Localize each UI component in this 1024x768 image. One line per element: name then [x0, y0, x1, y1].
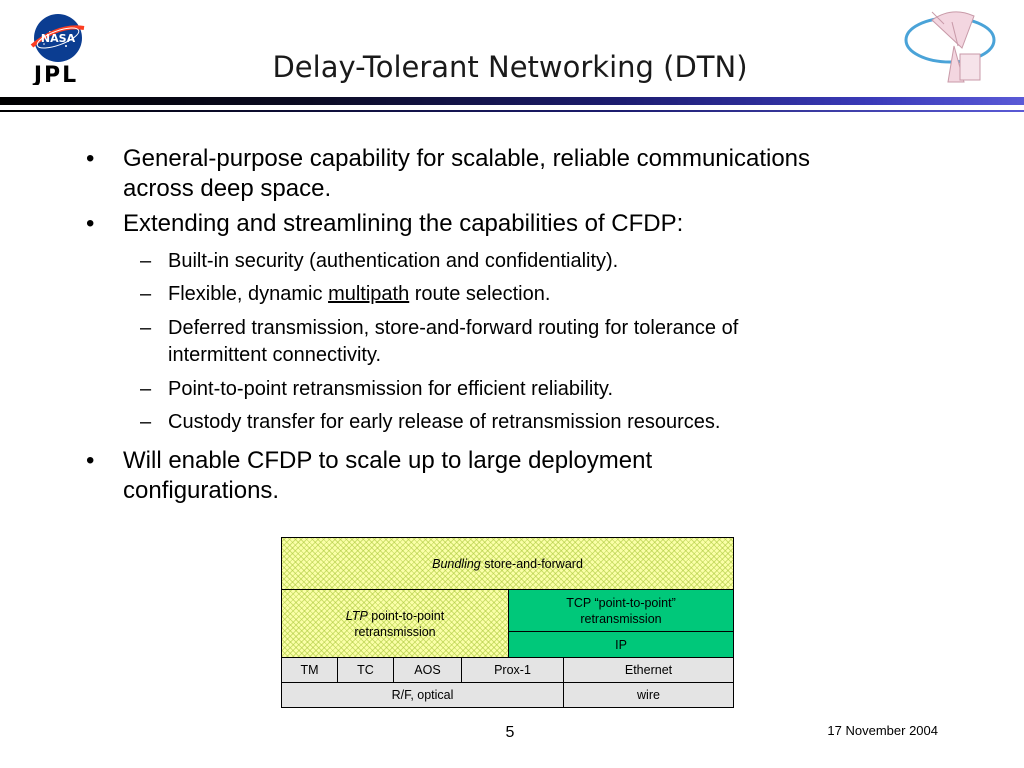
bullet-line: Will enable CFDP to scale up to large de…	[123, 447, 653, 474]
tcp-label: TCP “point-to-point”retransmission	[566, 595, 676, 627]
slide-title: Delay-Tolerant Networking (DTN)	[272, 50, 748, 84]
bullet-line: General-purpose capability for scalable,…	[123, 145, 811, 172]
ethernet-label: Ethernet	[624, 663, 673, 677]
sub-bullet-part: route selection.	[409, 283, 551, 305]
ltp-rest: retransmission	[354, 624, 436, 639]
rf-cell: R/F, optical	[281, 682, 564, 708]
page-number: 5	[505, 724, 515, 741]
aos-label: AOS	[414, 663, 441, 677]
bundling-rest: store-and-forward	[480, 556, 583, 571]
wire-label: wire	[637, 688, 660, 702]
wire-cell: wire	[563, 682, 734, 708]
rf-label: R/F, optical	[391, 688, 454, 702]
dash-marker: –	[140, 317, 152, 339]
sub-bullet-text: Deferred transmission, store-and-forward…	[168, 315, 928, 369]
bullet-text: Extending and streamlining the capabilit…	[123, 210, 684, 237]
tc-label: TC	[357, 663, 374, 677]
dash-marker: –	[140, 378, 152, 400]
multipath-link[interactable]: multipath	[328, 283, 410, 305]
tm-label: TM	[300, 663, 319, 677]
jpl-logo-text: JPL	[32, 63, 78, 85]
slide-date: 17 November 2004	[827, 723, 938, 738]
bullet-line: across deep space.	[123, 175, 332, 202]
bullet-marker: •	[86, 447, 95, 474]
ip-label: IP	[615, 637, 627, 652]
aos-cell: AOS	[393, 657, 462, 683]
bullet-marker: •	[86, 145, 95, 172]
title-divider	[0, 97, 1024, 105]
nasa-logo-icon: NASA	[30, 14, 85, 62]
antenna-dish-icon	[904, 11, 996, 83]
bullet-text: Will enable CFDP to scale up to large de…	[123, 446, 943, 506]
tcp-line: retransmission	[580, 611, 662, 626]
prox-cell: Prox-1	[461, 657, 564, 683]
bundling-layer: Bundling store-and-forward	[281, 537, 734, 590]
jpl-logo-icon: JPL	[32, 63, 78, 85]
protocol-stack-diagram: Bundling store-and-forward LTP point-to-…	[281, 537, 734, 708]
title-divider-thin	[0, 110, 1024, 112]
nasa-logo-text: NASA	[41, 32, 76, 45]
tc-cell: TC	[337, 657, 394, 683]
ltp-em: LTP	[345, 608, 368, 623]
tm-cell: TM	[281, 657, 338, 683]
tcp-layer: TCP “point-to-point”retransmission	[508, 589, 734, 632]
dash-marker: –	[140, 250, 152, 272]
ip-layer: IP	[508, 631, 734, 658]
sub-bullet-text: Built-in security (authentication and co…	[168, 250, 619, 272]
ltp-rest: point-to-point	[367, 608, 445, 623]
sub-bullet-line: Deferred transmission, store-and-forward…	[168, 317, 739, 339]
bullet-marker: •	[86, 210, 95, 237]
tcp-line: TCP “point-to-point”	[566, 595, 676, 610]
bullet-text: General-purpose capability for scalable,…	[123, 144, 943, 204]
sub-bullet-text: Custody transfer for early release of re…	[168, 411, 721, 433]
sub-bullet-part: Flexible, dynamic	[168, 283, 329, 305]
bundling-em: Bundling	[432, 556, 481, 571]
sub-bullet-text: Point-to-point retransmission for effici…	[168, 378, 613, 400]
dash-marker: –	[140, 411, 152, 433]
ethernet-cell: Ethernet	[563, 657, 734, 683]
sub-bullet-line: intermittent connectivity.	[168, 344, 382, 366]
dash-marker: –	[140, 283, 152, 305]
sub-bullet-text: Flexible, dynamic multipath route select…	[168, 281, 928, 308]
bundling-label: Bundling store-and-forward	[432, 556, 583, 572]
prox-label: Prox-1	[494, 663, 531, 677]
bullet-line: configurations.	[123, 477, 280, 504]
